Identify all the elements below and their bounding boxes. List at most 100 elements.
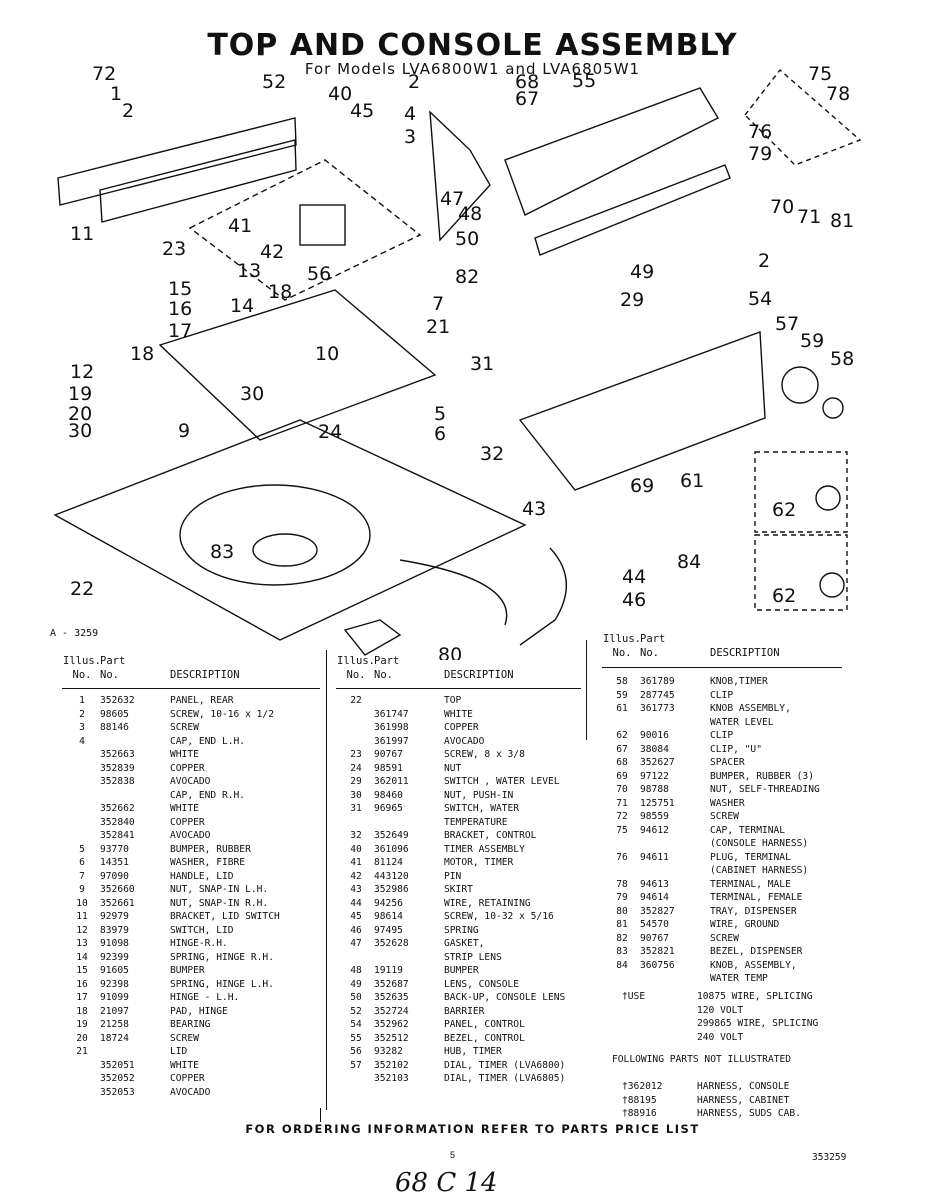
callout-43: 43	[522, 498, 546, 520]
callout-80: 80	[438, 644, 462, 660]
lid-shape	[158, 289, 437, 441]
callout-12: 12	[70, 361, 94, 383]
table-row: STRIP LENS	[444, 951, 502, 963]
callout-22: 22	[70, 578, 94, 600]
callout-70: 70	[770, 196, 794, 218]
callout-62: 62	[772, 499, 796, 521]
table-row: (CONSOLE HARNESS)	[710, 838, 809, 849]
callout-59: 59	[800, 330, 824, 352]
callout-75: 75	[808, 63, 832, 85]
callout-32: 32	[480, 443, 504, 465]
callout-72: 72	[92, 63, 116, 85]
callout-61: 61	[680, 470, 704, 492]
callout-19: 19	[68, 383, 92, 405]
callout-84: 84	[677, 551, 701, 573]
callout-42: 42	[260, 241, 284, 263]
table-row: CAP, END R.H.	[170, 789, 246, 801]
callout-10: 10	[315, 343, 339, 365]
callout-29: 29	[620, 289, 644, 311]
note-row: 240 VOLT	[697, 1031, 744, 1043]
timer-assembly-outline	[188, 159, 422, 301]
callout-16: 16	[168, 298, 192, 320]
skirt-shape	[399, 559, 508, 626]
callout-30: 30	[68, 420, 92, 442]
spring-hose-shape	[519, 547, 567, 646]
figure-code: A - 3259	[50, 628, 99, 639]
callout-41: 41	[228, 215, 252, 237]
callout-15: 15	[168, 278, 192, 300]
callout-2: 2	[122, 100, 134, 122]
timer-motor-shape	[299, 204, 346, 246]
control-bezel-shape	[504, 87, 719, 216]
callout-49: 49	[630, 261, 654, 283]
callout-31: 31	[470, 353, 494, 375]
callout-79: 79	[748, 143, 772, 165]
callout-23: 23	[162, 238, 186, 260]
callout-48: 48	[458, 203, 482, 225]
callout-18: 18	[130, 343, 154, 365]
callout-71: 71	[797, 206, 821, 228]
col3-header: Illus.Part No.No.DESCRIPTION	[603, 633, 780, 659]
dispenser-tray-shape	[343, 619, 402, 656]
callout-57: 57	[775, 313, 799, 335]
rear-panel-shape	[57, 117, 297, 206]
callout-52: 52	[262, 71, 286, 93]
callout-62: 62	[772, 585, 796, 607]
end-cap-shape	[429, 110, 491, 242]
callout-2: 2	[408, 71, 420, 93]
tub-opening-shape	[179, 484, 371, 586]
callout-30: 30	[240, 383, 264, 405]
callout-14: 14	[230, 295, 254, 317]
callout-82: 82	[455, 266, 479, 288]
col1-header: Illus.Part No.No.DESCRIPTION	[63, 655, 240, 681]
top-shape	[53, 419, 527, 641]
